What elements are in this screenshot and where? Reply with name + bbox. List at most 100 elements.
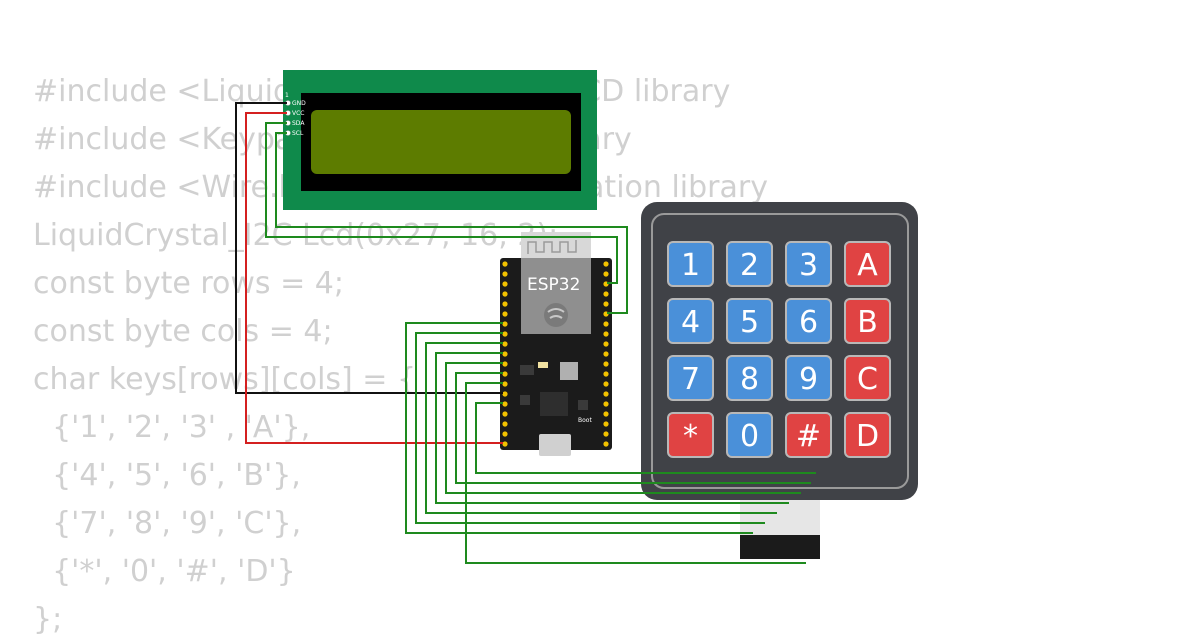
lcd-pin1-label: 1 xyxy=(285,92,289,99)
keypad-key[interactable]: 6 xyxy=(785,298,832,344)
esp32-left-pin[interactable] xyxy=(502,401,508,407)
keypad-key-cap xyxy=(667,298,714,344)
esp32-right-pin[interactable] xyxy=(603,271,609,277)
antenna-trace xyxy=(527,240,577,254)
gnd-wire[interactable] xyxy=(235,102,503,394)
code-line: {'1', '2', '3' , 'A'}, xyxy=(33,410,311,445)
esp32-left-pin[interactable] xyxy=(502,371,508,377)
esp32-right-pin[interactable] xyxy=(603,371,609,377)
keypad-row-wire[interactable] xyxy=(415,332,765,524)
esp32-left-pin[interactable] xyxy=(502,341,508,347)
esp32-left-pin[interactable] xyxy=(502,321,508,327)
code-line: const byte rows = 4; xyxy=(33,266,344,301)
esp32-left-pin[interactable] xyxy=(502,351,508,357)
keypad-key[interactable]: 0 xyxy=(726,412,773,458)
boot-button[interactable] xyxy=(578,400,588,410)
keypad-key-label: 7 xyxy=(681,362,700,397)
keypad-key-cap xyxy=(667,355,714,401)
esp32-left-pin[interactable] xyxy=(502,271,508,277)
keypad-key[interactable]: C xyxy=(844,355,891,401)
keypad-col-wire[interactable] xyxy=(465,382,806,564)
esp32-left-pin[interactable] xyxy=(502,281,508,287)
keypad-col-wire[interactable] xyxy=(475,402,816,474)
keypad-key[interactable]: # xyxy=(785,412,832,458)
keypad-key[interactable]: 5 xyxy=(726,298,773,344)
keypad-key-cap xyxy=(667,241,714,287)
keypad-key-label: D xyxy=(856,419,879,454)
esp32-right-pin[interactable] xyxy=(603,261,609,267)
esp32-left-pin[interactable] xyxy=(502,361,508,367)
esp32-right-pin[interactable] xyxy=(603,361,609,367)
keypad-col-wire[interactable] xyxy=(445,362,801,494)
keypad-key-label: 9 xyxy=(799,362,818,397)
esp32-left-pin[interactable] xyxy=(502,291,508,297)
lcd-pin-label: GND xyxy=(292,100,306,107)
keypad-key-label: 4 xyxy=(681,305,700,340)
keypad-key[interactable]: 3 xyxy=(785,241,832,287)
keypad-key[interactable]: 4 xyxy=(667,298,714,344)
keypad-key-label: # xyxy=(796,419,821,454)
esp32-right-pin[interactable] xyxy=(603,321,609,327)
esp32-component xyxy=(520,365,534,375)
esp32-right-pin[interactable] xyxy=(603,341,609,347)
keypad-key[interactable]: 8 xyxy=(726,355,773,401)
keypad-col-wire[interactable] xyxy=(455,372,811,484)
esp32-left-pin[interactable] xyxy=(502,411,508,417)
esp32-right-pin[interactable] xyxy=(603,411,609,417)
esp32-right-pin[interactable] xyxy=(603,421,609,427)
esp32-right-pin[interactable] xyxy=(603,401,609,407)
scl-wire[interactable] xyxy=(275,132,628,314)
keypad-connector[interactable] xyxy=(740,535,820,559)
esp32-right-pin[interactable] xyxy=(603,351,609,357)
keypad-key-label: C xyxy=(857,362,878,397)
lcd-display[interactable]: 1 GND VCC SDA SCL xyxy=(283,70,597,210)
keypad-key[interactable]: 2 xyxy=(726,241,773,287)
espressif-logo-mark xyxy=(547,308,565,319)
usb-port[interactable] xyxy=(539,434,571,456)
code-line: {'7', '8', '9', 'C'}, xyxy=(33,506,302,541)
en-button[interactable] xyxy=(520,395,530,405)
esp32-right-header xyxy=(603,261,609,447)
esp32-right-pin[interactable] xyxy=(603,391,609,397)
keypad-key-cap xyxy=(726,412,773,458)
keypad-key[interactable]: * xyxy=(667,412,714,458)
vcc-wire[interactable] xyxy=(245,112,503,444)
esp32-left-pin[interactable] xyxy=(502,381,508,387)
keypad-key-cap xyxy=(844,298,891,344)
esp32-board[interactable]: ESP32 Boot xyxy=(500,232,612,456)
esp32-left-pin[interactable] xyxy=(502,261,508,267)
esp32-left-pin[interactable] xyxy=(502,311,508,317)
keypad-key-cap xyxy=(726,241,773,287)
esp32-right-pin[interactable] xyxy=(603,301,609,307)
keypad-key-label: 8 xyxy=(740,362,759,397)
keypad-key[interactable]: 1 xyxy=(667,241,714,287)
esp32-left-pin[interactable] xyxy=(502,331,508,337)
keypad-key[interactable]: 7 xyxy=(667,355,714,401)
keypad-key[interactable]: A xyxy=(844,241,891,287)
lcd-pin-label: SDA xyxy=(292,120,305,127)
keypad-key[interactable]: D xyxy=(844,412,891,458)
esp32-title: ESP32 xyxy=(527,275,580,295)
keypad-key-cap xyxy=(726,355,773,401)
keypad-key-label: 1 xyxy=(681,248,700,283)
keypad-row-wire[interactable] xyxy=(405,322,753,534)
keypad-row-wire[interactable] xyxy=(425,342,777,514)
esp32-right-pin[interactable] xyxy=(603,331,609,337)
esp32-left-pin[interactable] xyxy=(502,301,508,307)
keypad-key-cap xyxy=(844,355,891,401)
keypad-key[interactable]: 9 xyxy=(785,355,832,401)
esp32-left-pin[interactable] xyxy=(502,391,508,397)
esp32-right-pin[interactable] xyxy=(603,431,609,437)
esp32-usb-chip xyxy=(540,392,568,416)
esp32-right-pin[interactable] xyxy=(603,441,609,447)
esp32-left-pin[interactable] xyxy=(502,431,508,437)
keypad-row-wire[interactable] xyxy=(435,352,789,504)
keypad-key[interactable]: B xyxy=(844,298,891,344)
sda-wire[interactable] xyxy=(265,122,618,284)
esp32-left-pin[interactable] xyxy=(502,441,508,447)
esp32-left-pin[interactable] xyxy=(502,421,508,427)
esp32-right-pin[interactable] xyxy=(603,381,609,387)
esp32-right-pin[interactable] xyxy=(603,291,609,297)
keypad-key-label: 2 xyxy=(740,248,759,283)
